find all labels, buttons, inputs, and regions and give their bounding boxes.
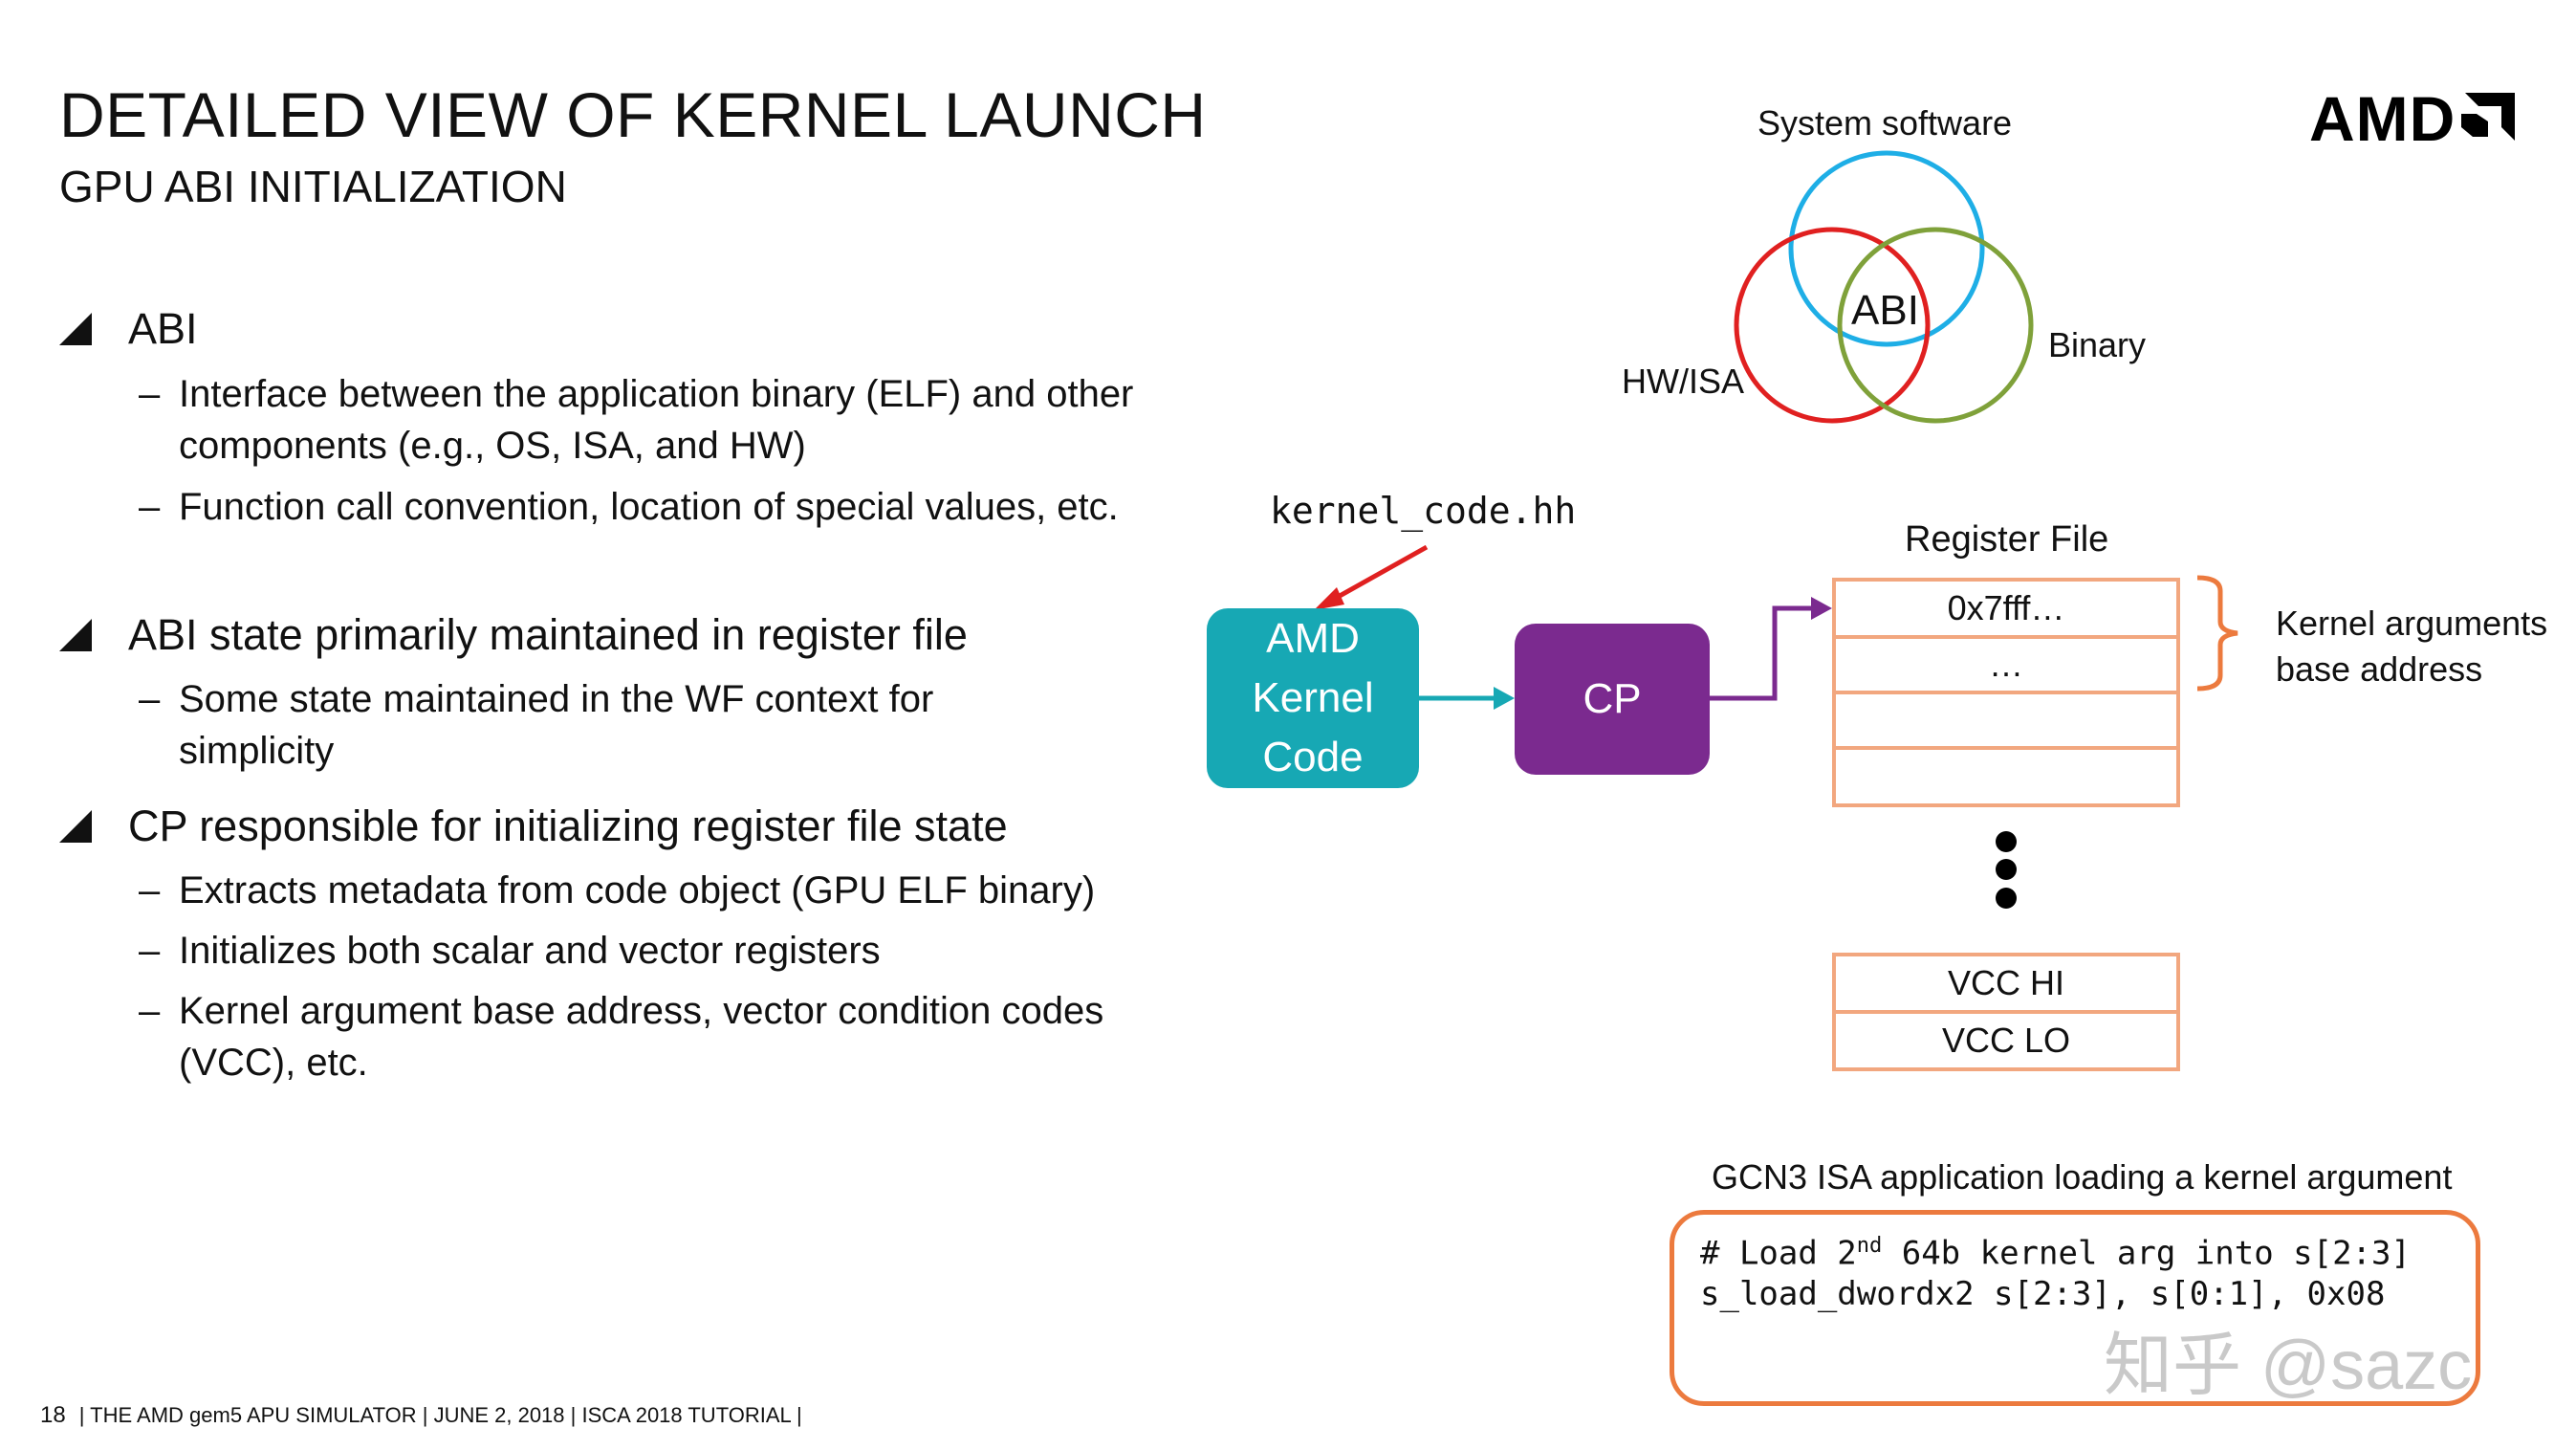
amd-arrow-icon [2461, 93, 2516, 141]
venn-label-binary: Binary [2048, 325, 2147, 364]
kernel-args-label: Kernel arguments base address [2276, 601, 2547, 692]
dash-icon: – [139, 869, 161, 912]
ellipsis-dot-icon [1996, 888, 2017, 909]
bullet-text: CP responsible for initializing register… [128, 802, 1008, 850]
dash-icon: – [139, 486, 161, 528]
bullet-text: ABI [128, 304, 198, 353]
sub-bullet: – Initializes both scalar and vector reg… [139, 925, 1173, 977]
sub-bullet-text: Function call convention, location of sp… [179, 486, 1119, 528]
amd-box-line: AMD [1266, 615, 1360, 662]
amd-kernel-code-box: AMD Kernel Code [1207, 608, 1419, 788]
sub-bullet: – Function call convention, location of … [139, 481, 1173, 533]
venn-circle-hw-isa [1734, 227, 1931, 424]
sub-bullet: – Interface between the application bina… [139, 368, 1173, 472]
register-row [1832, 691, 2180, 750]
sub-bullet-text: Kernel argument base address, vector con… [179, 990, 1104, 1084]
register-row-text: 0x7fff… [1947, 588, 2065, 627]
register-file-title: Register File [1905, 519, 2109, 560]
arrow-file-to-amd [1329, 544, 1429, 604]
ellipsis-dot-icon [1996, 859, 2017, 880]
code-superscript: nd [1856, 1234, 1883, 1258]
register-row: … [1832, 635, 2180, 694]
brace-icon [2196, 575, 2238, 692]
kernel-args-label-line: base address [2276, 649, 2483, 689]
bullet-abi: ABI [59, 304, 198, 354]
bullet-text: ABI state primarily maintained in regist… [128, 610, 968, 659]
cp-box-label: CP [1583, 675, 1642, 722]
bullet-cp: CP responsible for initializing register… [59, 802, 1008, 851]
cp-box: CP [1515, 624, 1710, 775]
venn-label-abi: ABI [1851, 287, 1919, 334]
triangle-bullet-icon [59, 313, 92, 345]
amd-box-line: Kernel [1252, 674, 1374, 721]
register-row-text: VCC LO [1941, 1021, 2071, 1060]
sub-bullet-text: Interface between the application binary… [179, 373, 1134, 467]
triangle-bullet-icon [59, 619, 92, 651]
triangle-bullet-icon [59, 810, 92, 843]
arrow-cp-to-regfile [1710, 605, 1813, 701]
register-row [1832, 746, 2180, 807]
code-box [1670, 1210, 2480, 1406]
watermark: 知乎 @sazc [2104, 1328, 2473, 1404]
dash-icon: – [139, 930, 161, 972]
amd-box-line: Code [1262, 734, 1364, 780]
sub-bullet-text: Initializes both scalar and vector regis… [179, 930, 881, 972]
arrow-head [1811, 597, 1832, 620]
code-line-comment: # Load 2nd 64b kernel arg into s[2:3] [1700, 1234, 2411, 1272]
dash-icon: – [139, 373, 161, 415]
sub-bullet: – Some state maintained in the WF contex… [139, 673, 1039, 777]
footer-text: | THE AMD gem5 APU SIMULATOR | JUNE 2, 2… [78, 1403, 802, 1427]
ellipsis-dot-icon [1996, 831, 2017, 852]
arrow-head [1314, 587, 1344, 610]
slide-subtitle: GPU ABI INITIALIZATION [59, 162, 567, 211]
kernel-code-file-label: kernel_code.hh [1270, 490, 1577, 532]
slide-title: DETAILED VIEW OF KERNEL LAUNCH [59, 79, 1207, 150]
code-text: 64b kernel arg into s[2:3] [1882, 1234, 2411, 1273]
register-row-vcc-hi: VCC HI [1832, 953, 2180, 1014]
code-line-instruction: s_load_dwordx2 s[2:3], s[0:1], 0x08 [1700, 1275, 2386, 1313]
sub-bullet: – Extracts metadata from code object (GP… [139, 865, 1173, 916]
arrow-head [1494, 687, 1515, 710]
sub-bullet-text: Some state maintained in the WF context … [179, 678, 934, 772]
code-example-title: GCN3 ISA application loading a kernel ar… [1712, 1157, 2453, 1197]
register-row-text: … [1989, 645, 2023, 684]
register-row: 0x7fff… [1832, 578, 2180, 639]
venn-circle-system-software [1788, 150, 1985, 347]
sub-bullet: – Kernel argument base address, vector c… [139, 985, 1173, 1088]
venn-label-system-software: System software [1757, 103, 2013, 143]
amd-logo: AMD [2309, 82, 2516, 155]
register-row-text: VCC HI [1947, 963, 2064, 1002]
venn-circle-binary [1837, 227, 2034, 424]
register-row-vcc-lo: VCC LO [1832, 1010, 2180, 1071]
dash-icon: – [139, 678, 161, 720]
amd-logo-text: AMD [2309, 83, 2456, 154]
venn-label-hw-isa: HW/ISA [1622, 362, 1745, 401]
sub-bullet-text: Extracts metadata from code object (GPU … [179, 869, 1096, 912]
kernel-args-label-line: Kernel arguments [2276, 604, 2548, 643]
page-number: 18 [40, 1402, 66, 1428]
footer: 18 | THE AMD gem5 APU SIMULATOR | JUNE 2,… [40, 1402, 802, 1429]
code-text: # Load 2 [1700, 1234, 1857, 1273]
bullet-register-file: ABI state primarily maintained in regist… [59, 610, 968, 660]
dash-icon: – [139, 990, 161, 1032]
